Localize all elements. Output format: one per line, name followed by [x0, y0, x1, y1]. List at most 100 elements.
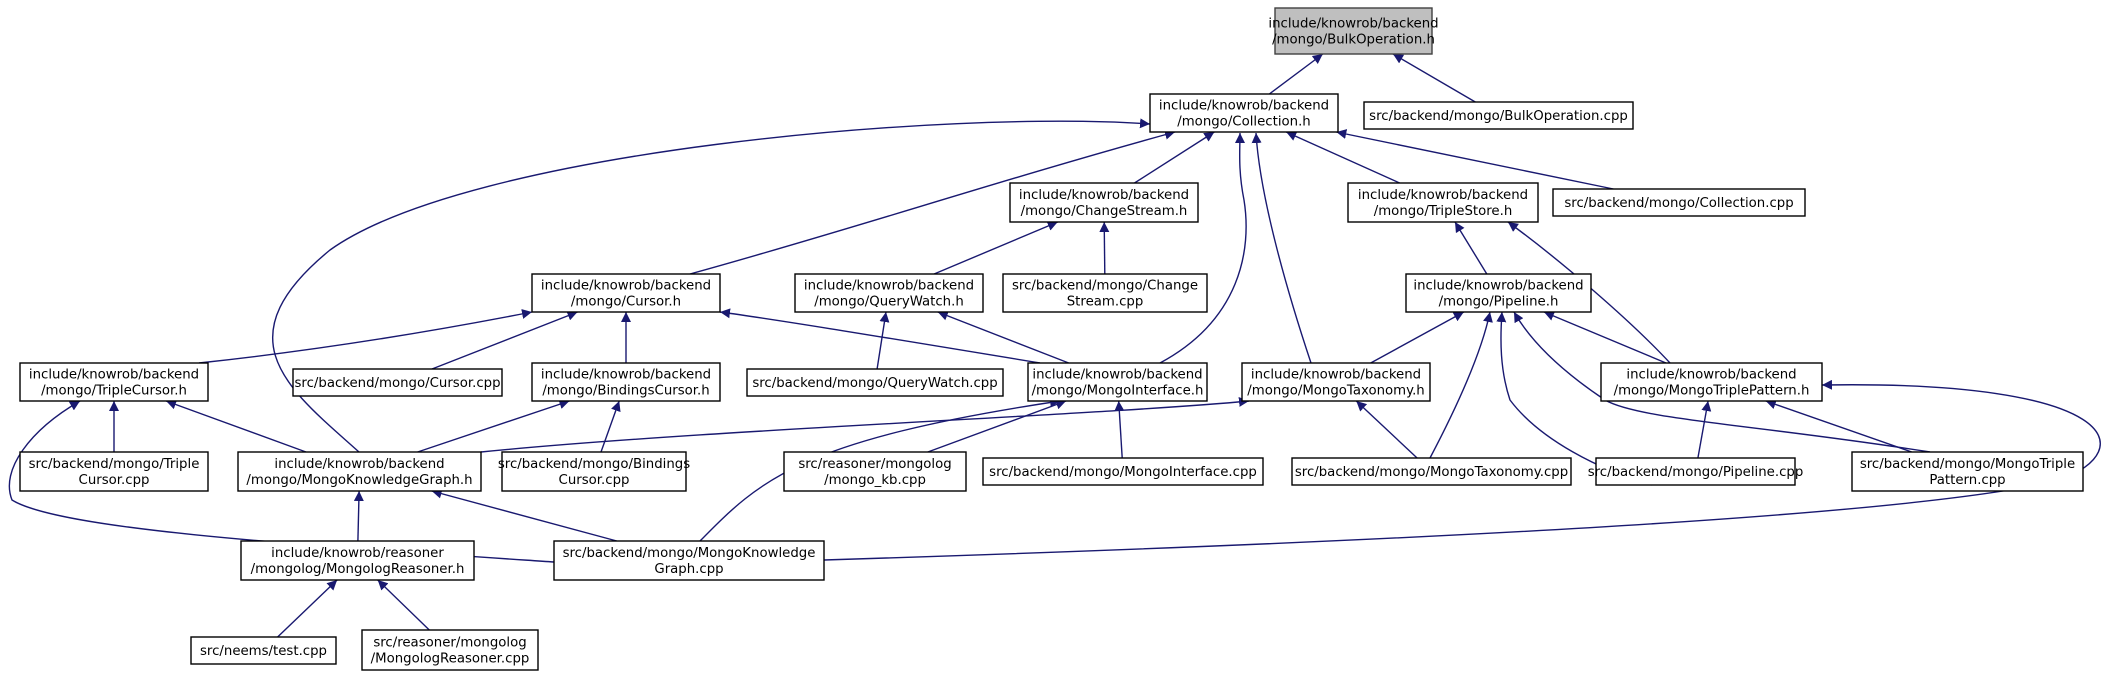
- node-mongologreasoner-h[interactable]: include/knowrob/reasoner/mongolog/Mongol…: [240, 540, 475, 581]
- node-label-line: /MongologReasoner.cpp: [371, 652, 530, 667]
- edge-bindingscursor_h-to-mongokg_h: [417, 399, 570, 453]
- node-label-line: /mongo/TripleCursor.h: [41, 384, 187, 399]
- node-label-line: /mongo/QueryWatch.h: [814, 295, 964, 310]
- node-box: [783, 451, 967, 492]
- edge-mongotriplepattern_h-to-mongokg_cpp: [823, 379, 2101, 561]
- node-label-line: /mongo/Pipeline.h: [1439, 295, 1559, 310]
- node-bindingscursor-cpp[interactable]: src/backend/mongo/BindingsCursor.cpp: [498, 451, 690, 492]
- node-label-line: src/backend/mongo/Pipeline.cpp: [1588, 465, 1804, 480]
- node-mongointerface-h[interactable]: include/knowrob/backend/mongo/MongoInter…: [1027, 362, 1208, 402]
- node-label-line: src/backend/mongo/Change: [1012, 279, 1198, 294]
- node-box: [1552, 188, 1806, 217]
- node-mongotriplepattern-h[interactable]: include/knowrob/backend/mongo/MongoTripl…: [1600, 362, 1823, 402]
- edge-changestream_h-to-changestream_cpp: [1099, 221, 1110, 275]
- node-label-line: include/knowrob/backend: [804, 279, 974, 294]
- node-label-line: /mongo/ChangeStream.h: [1021, 204, 1188, 219]
- node-label-line: Cursor.cpp: [79, 473, 150, 488]
- node-mongologreasoner-cpp[interactable]: src/reasoner/mongolog/MongologReasoner.c…: [361, 629, 539, 671]
- edge-pipeline_h-to-mongotaxonomy_cpp: [1429, 311, 1493, 459]
- edge-collection_h-to-mongointerface_h: [1159, 132, 1247, 364]
- node-label-line: include/knowrob/backend: [1626, 368, 1796, 383]
- edge-collection_h-to-mongotaxonomy_h: [1251, 132, 1312, 364]
- node-bindingscursor-h[interactable]: include/knowrob/backend/mongo/BindingsCu…: [531, 362, 721, 402]
- node-label-line: src/reasoner/mongolog: [373, 636, 526, 651]
- node-mongokg-h[interactable]: include/knowrob/backend/mongo/MongoKnowl…: [237, 451, 482, 492]
- node-label-line: include/knowrob/backend: [1268, 17, 1438, 32]
- node-label-line: include/knowrob/backend: [1159, 99, 1329, 114]
- edge-mongotaxonomy_h-to-mongotaxonomy_cpp: [1355, 400, 1418, 459]
- node-pipeline-cpp[interactable]: src/backend/mongo/Pipeline.cpp: [1588, 457, 1804, 486]
- node-cursor-h[interactable]: include/knowrob/backend/mongo/Cursor.h: [531, 273, 721, 313]
- edge-collection_h-to-changestream_h: [1134, 131, 1215, 184]
- node-bulkop-h[interactable]: include/knowrob/backend/mongo/BulkOperat…: [1268, 7, 1439, 55]
- node-box: [237, 451, 482, 492]
- edge-mongointerface_h-to-mongo_kb_cpp: [927, 399, 1067, 453]
- node-box: [1002, 273, 1208, 313]
- node-label-line: /mongo/TripleStore.h: [1374, 204, 1513, 219]
- node-box: [292, 368, 503, 397]
- edge-collection_h-to-triplestore_h: [1285, 131, 1400, 184]
- node-mongo-kb-cpp[interactable]: src/reasoner/mongolog/mongo_kb.cpp: [783, 451, 967, 492]
- node-pipeline-h[interactable]: include/knowrob/backend/mongo/Pipeline.h: [1405, 273, 1592, 313]
- edge-cursor_h-to-triplecursor_h: [198, 309, 533, 364]
- edge-querywatch_h-to-mongointerface_h: [937, 310, 1069, 364]
- node-test-cpp[interactable]: src/neems/test.cpp: [190, 636, 337, 665]
- node-box: [746, 368, 1004, 397]
- node-label-line: src/backend/mongo/Bindings: [498, 457, 690, 472]
- node-changestream-h[interactable]: include/knowrob/backend/mongo/ChangeStre…: [1009, 182, 1199, 223]
- node-triplestore-h[interactable]: include/knowrob/backend/mongo/TripleStor…: [1347, 182, 1539, 223]
- node-box: [501, 451, 687, 492]
- node-label-line: src/backend/mongo/MongoKnowledge: [563, 546, 816, 561]
- node-label-line: Graph.cpp: [654, 562, 723, 577]
- node-querywatch-cpp[interactable]: src/backend/mongo/QueryWatch.cpp: [746, 368, 1004, 397]
- node-box: [1009, 182, 1199, 223]
- node-querywatch-h[interactable]: include/knowrob/backend/mongo/QueryWatch…: [794, 273, 984, 313]
- node-changestream-cpp[interactable]: src/backend/mongo/ChangeStream.cpp: [1002, 273, 1208, 313]
- node-label-line: /mongo/Collection.h: [1177, 115, 1310, 130]
- node-label-line: include/knowrob/backend: [541, 368, 711, 383]
- node-collection-cpp[interactable]: src/backend/mongo/Collection.cpp: [1552, 188, 1806, 217]
- node-label-line: /mongo/MongoKnowledgeGraph.h: [246, 473, 472, 488]
- node-label-line: Stream.cpp: [1067, 295, 1144, 310]
- node-mongotriplepattern-cpp[interactable]: src/backend/mongo/MongoTriplePattern.cpp: [1851, 451, 2084, 492]
- node-label-line: /mongolog/MongologReasoner.h: [251, 562, 465, 577]
- edge-collection_h-to-collection_cpp: [1336, 129, 1614, 190]
- edge-pipeline_h-to-mongotaxonomy_h: [1370, 311, 1465, 364]
- nodes-layer: include/knowrob/backend/mongo/BulkOperat…: [19, 7, 2084, 671]
- node-box: [1595, 457, 1796, 486]
- node-label-line: include/knowrob/backend: [29, 368, 199, 383]
- edge-triplestore_h-to-mongotriplepattern_h: [1507, 221, 1671, 364]
- edge-mongokg_h-to-mongokg_cpp: [431, 488, 617, 542]
- node-label-line: /mongo/BindingsCursor.h: [542, 384, 709, 399]
- node-mongotaxonomy-cpp[interactable]: src/backend/mongo/MongoTaxonomy.cpp: [1291, 457, 1572, 486]
- node-label-line: include/knowrob/backend: [1032, 368, 1202, 383]
- node-mongointerface-cpp[interactable]: src/backend/mongo/MongoInterface.cpp: [982, 457, 1264, 486]
- node-bulkop-cpp[interactable]: src/backend/mongo/BulkOperation.cpp: [1363, 101, 1634, 130]
- node-triplecursor-h[interactable]: include/knowrob/backend/mongo/TripleCurs…: [19, 362, 209, 402]
- node-label-line: src/backend/mongo/Triple: [29, 457, 200, 472]
- node-triplecursor-cpp[interactable]: src/backend/mongo/TripleCursor.cpp: [19, 451, 209, 492]
- node-label-line: src/backend/mongo/MongoTaxonomy.cpp: [1295, 465, 1568, 480]
- node-label-line: src/reasoner/mongolog: [798, 457, 951, 472]
- edge-cursor_h-to-mongointerface_h: [719, 308, 1041, 364]
- edge-triplecursor_h-to-mongokg_h: [165, 399, 307, 453]
- node-label-line: src/backend/mongo/MongoTriple: [1860, 457, 2075, 472]
- edge-pipeline_h-to-mongotriplepattern_cpp: [1513, 311, 1931, 453]
- node-box: [19, 362, 209, 402]
- node-label-line: /mongo/Cursor.h: [571, 295, 681, 310]
- node-box: [531, 273, 721, 313]
- node-mongotaxonomy-h[interactable]: include/knowrob/backend/mongo/MongoTaxon…: [1241, 362, 1431, 402]
- edge-bindingscursor_h-to-bindingscursor_cpp: [600, 400, 621, 453]
- node-label-line: include/knowrob/backend: [1358, 188, 1528, 203]
- node-collection-h[interactable]: include/knowrob/backend/mongo/Collection…: [1149, 93, 1339, 133]
- node-mongokg-cpp[interactable]: src/backend/mongo/MongoKnowledgeGraph.cp…: [553, 540, 825, 581]
- node-label-line: include/knowrob/backend: [1413, 279, 1583, 294]
- node-box: [240, 540, 475, 581]
- node-cursor-cpp[interactable]: src/backend/mongo/Cursor.cpp: [292, 368, 503, 397]
- edge-triplestore_h-to-pipeline_h: [1454, 221, 1488, 275]
- edge-mongotaxonomy_h-to-mongokg_h: [480, 396, 1250, 453]
- edge-mongotriplepattern_h-to-mongotriplepattern_cpp: [1765, 399, 1912, 453]
- edge-querywatch_h-to-querywatch_cpp: [876, 311, 890, 370]
- node-label-line: src/backend/mongo/Collection.cpp: [1564, 196, 1793, 211]
